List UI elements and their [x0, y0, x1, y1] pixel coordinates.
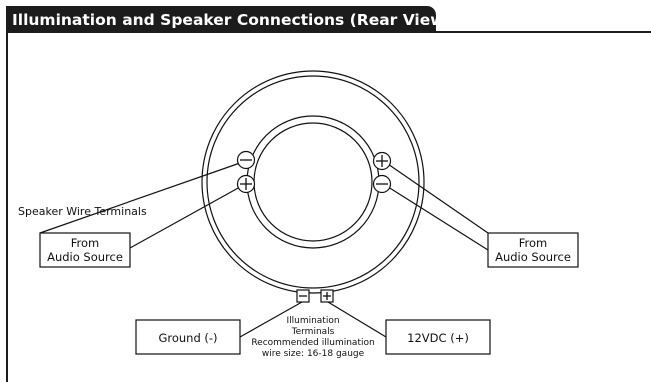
- speaker-cone: [253, 122, 373, 242]
- illumination-note-line-4: wire size: 16-18 gauge: [261, 349, 365, 359]
- right-audio-source-box: [487, 232, 579, 268]
- wire-right-upper: [384, 161, 489, 234]
- speaker-outer-ring: [201, 70, 425, 294]
- illumination-note-line-2: Terminals: [291, 327, 335, 337]
- ground-box: [135, 319, 241, 355]
- illumination-note-line-3: Recommended illumination: [251, 338, 375, 348]
- speaker-inner-ring: [246, 115, 380, 249]
- ground-label: Ground (-): [158, 331, 218, 345]
- left-source-line-2: Audio Source: [47, 250, 123, 264]
- wire-right-lower: [384, 184, 489, 251]
- 12vdc-box: [385, 319, 491, 355]
- illumination-note-line-1: Illumination: [286, 316, 340, 326]
- left-source-label: From Audio Source: [40, 236, 130, 264]
- header-tab: [6, 6, 436, 33]
- wire-12vdc: [327, 301, 387, 338]
- right-source-line-2: Audio Source: [495, 250, 571, 264]
- right-source-label: From Audio Source: [488, 236, 578, 264]
- header-rule: [430, 31, 651, 33]
- speaker-ring-2: [206, 75, 420, 289]
- wire-left-lower: [129, 186, 241, 249]
- illumination-terminals-note: Illumination Terminals Recommended illum…: [250, 316, 376, 360]
- page-title: Illumination and Speaker Connections (Re…: [12, 11, 452, 29]
- left-source-line-1: From: [70, 236, 100, 250]
- speaker-wire-terminals-label: Speaker Wire Terminals: [18, 205, 147, 218]
- left-border: [6, 33, 8, 382]
- wire-left-upper: [39, 162, 241, 234]
- 12vdc-label: 12VDC (+): [407, 331, 469, 345]
- wire-ground: [239, 301, 303, 338]
- left-audio-source-box: [39, 232, 131, 268]
- right-source-line-1: From: [518, 236, 548, 250]
